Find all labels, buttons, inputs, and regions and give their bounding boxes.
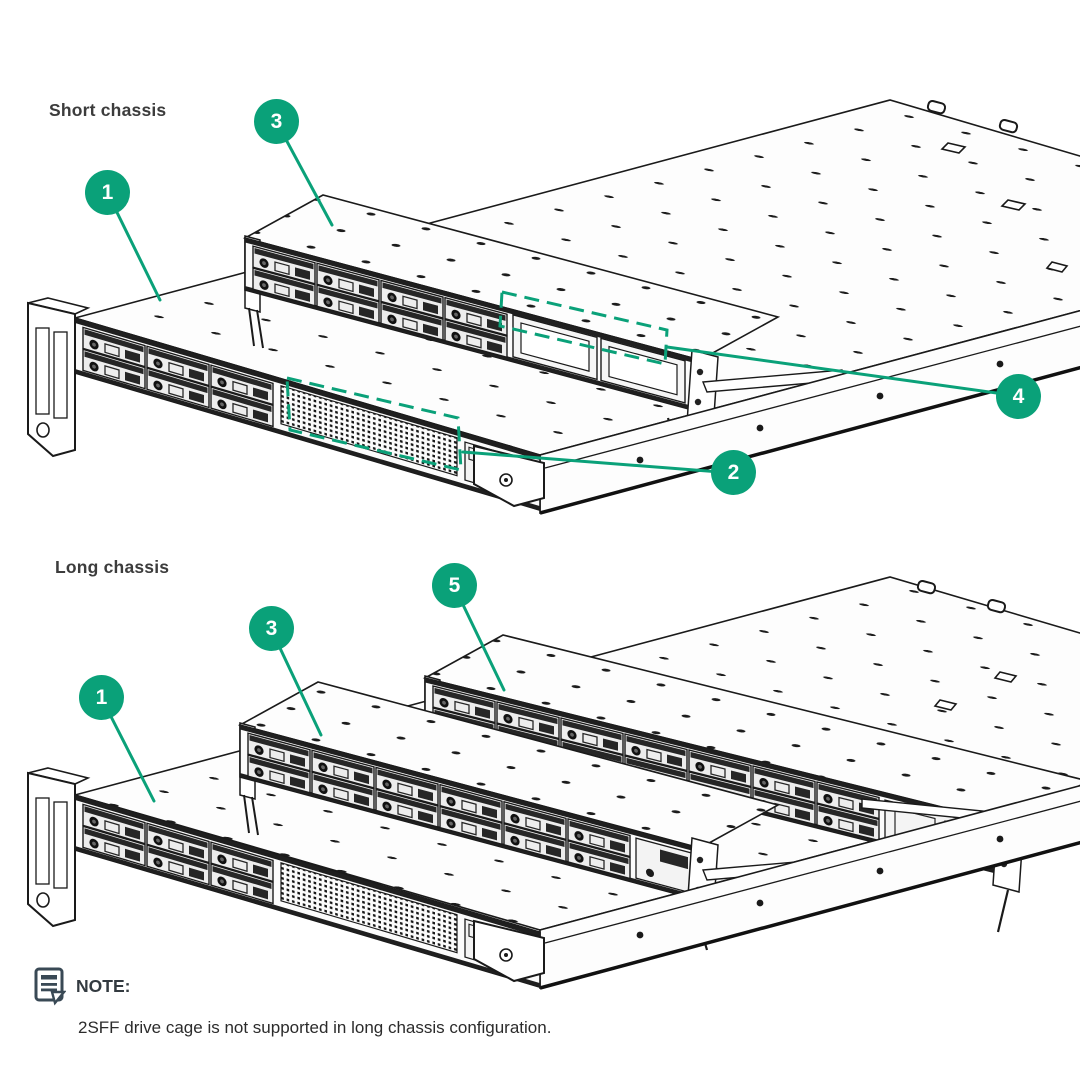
- long-chassis-label: Long chassis: [55, 557, 170, 577]
- note-body: 2SFF drive cage is not supported in long…: [78, 1018, 552, 1037]
- short-chassis-drawing: [27, 99, 1080, 515]
- callout-3-short: 3: [254, 99, 299, 144]
- leader-line-2-short: [461, 450, 735, 475]
- callout-3-long: 3: [249, 606, 294, 651]
- long-chassis-drawing: [27, 576, 1080, 990]
- note-document-icon: [34, 967, 66, 1006]
- callout-1-short: 1: [85, 170, 130, 215]
- highlight-2sff-drive-cage: [285, 376, 463, 472]
- callout-1-long: 1: [79, 675, 124, 720]
- callout-5-long: 5: [432, 563, 477, 608]
- note-title: NOTE:: [76, 976, 131, 996]
- callout-4-short: 4: [996, 374, 1041, 419]
- short-chassis-label: Short chassis: [49, 100, 167, 120]
- leader-line-4-short: [665, 345, 1020, 398]
- callout-2-short: 2: [711, 450, 756, 495]
